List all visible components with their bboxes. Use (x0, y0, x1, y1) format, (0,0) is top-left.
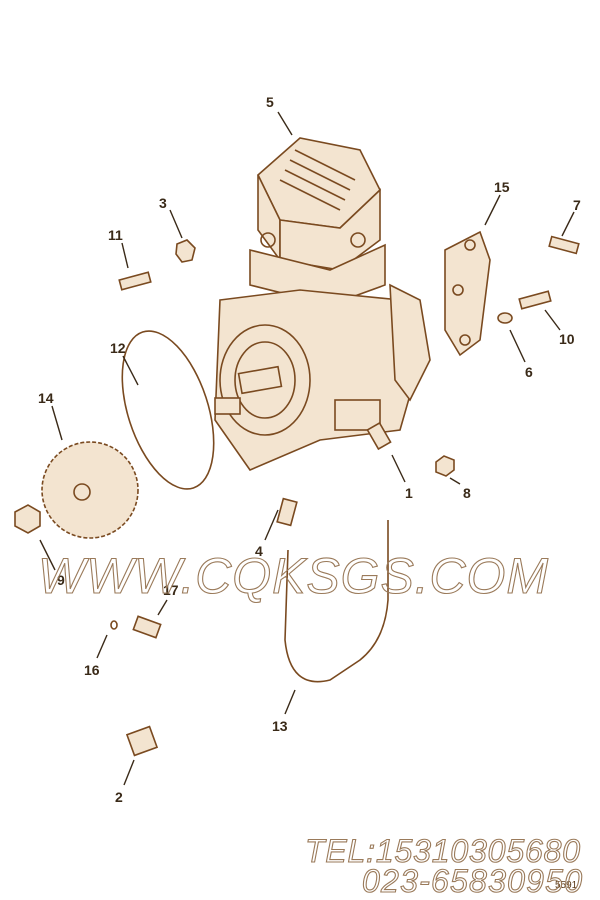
washer-6 (497, 312, 513, 324)
leader-lines (39, 111, 575, 786)
watermark-tel: TEL:15310305680 (305, 833, 580, 869)
callout-6: 6 (525, 364, 533, 380)
bracket (444, 230, 491, 357)
hose-13 (284, 520, 389, 683)
nut-3 (175, 239, 196, 263)
compressor-body (214, 283, 431, 471)
callout-7: 7 (573, 197, 581, 213)
callout-16: 16 (84, 662, 100, 678)
o-ring-16 (110, 620, 118, 630)
elbow-1 (366, 421, 392, 451)
stud-11 (118, 271, 152, 291)
callout-9: 9 (57, 572, 65, 588)
nut-9 (14, 504, 41, 534)
figure-code: 5591 (555, 880, 578, 891)
compressor-head (249, 137, 386, 306)
watermark-website: WWW.CQKSGS.COM (38, 548, 548, 604)
callout-15: 15 (494, 179, 510, 195)
callout-10: 10 (559, 331, 575, 347)
o-ring-12 (121, 330, 215, 490)
callout-14: 14 (38, 390, 54, 406)
fitting-17 (132, 615, 162, 639)
callout-2: 2 (115, 789, 123, 805)
callout-11: 11 (108, 227, 123, 243)
plug-8 (435, 455, 455, 477)
callout-13: 13 (272, 718, 288, 734)
callout-3: 3 (159, 195, 167, 211)
callout-12: 12 (110, 340, 126, 356)
callout-4: 4 (255, 543, 263, 559)
callout-17: 17 (163, 582, 179, 598)
callout-5: 5 (266, 94, 274, 110)
plug-2 (125, 725, 159, 757)
bolt-10 (518, 290, 552, 310)
bolt-7 (548, 235, 580, 255)
elbow-4 (276, 497, 298, 527)
callout-1: 1 (405, 485, 413, 501)
callout-8: 8 (463, 485, 471, 501)
watermark-phone: 023-65830950 (362, 863, 582, 899)
